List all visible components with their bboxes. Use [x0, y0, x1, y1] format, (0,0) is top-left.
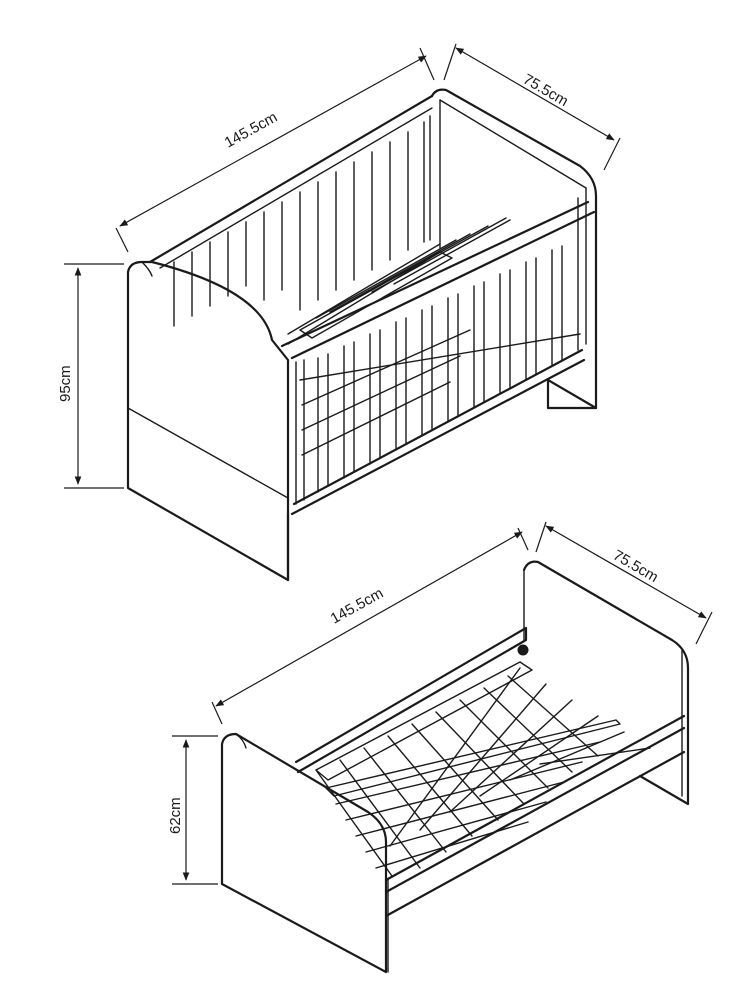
bed-front-rail	[384, 714, 686, 918]
bed-drawing	[220, 560, 690, 974]
cot-drawing	[126, 88, 598, 582]
bed-back-rail	[294, 626, 528, 774]
cot-front-bottom-rail	[290, 348, 586, 516]
bed-height-label: 62cm	[167, 797, 184, 834]
bed-slats	[315, 661, 651, 877]
cot-left-panel-seam	[127, 407, 289, 499]
cot-left-end-panel	[126, 260, 290, 582]
cot-front-top-rail	[280, 200, 596, 360]
cot-height-label: 95cm	[57, 365, 74, 402]
cot-length-label: 145.5cm	[222, 109, 281, 152]
bed-right-end-panel	[522, 560, 690, 806]
bed-dimensions: 145.5cm 75.5cm 62cm	[167, 521, 713, 885]
cot-right-end-panel	[430, 88, 598, 410]
cot-mattress-slats	[299, 217, 581, 456]
bed-length-label: 145.5cm	[328, 585, 387, 628]
cot-front-spindles	[317, 245, 563, 493]
bed-width-label: 75.5cm	[610, 547, 661, 586]
bed-left-end-panel	[220, 732, 388, 974]
